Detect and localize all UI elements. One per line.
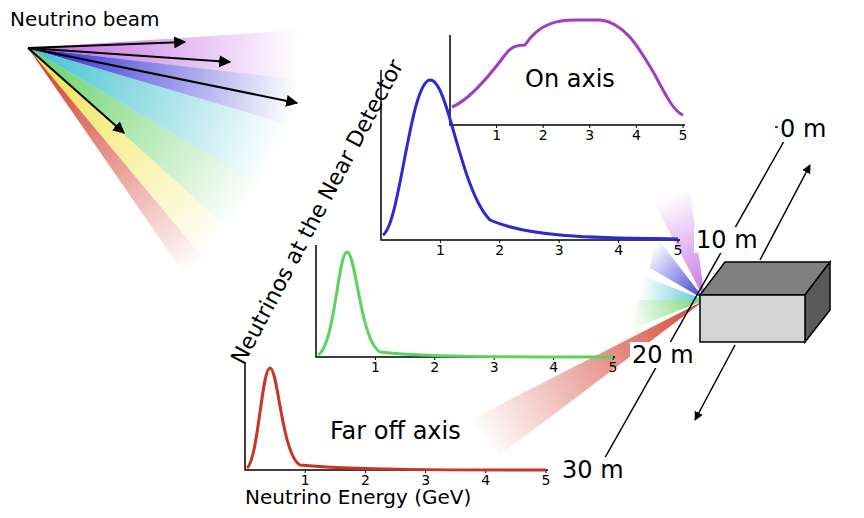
tick-label: 4	[549, 360, 558, 375]
tick-label: 5	[679, 128, 688, 143]
tick-label: 2	[495, 243, 504, 258]
distance-label: 20 m	[630, 342, 696, 368]
tick-label: 3	[490, 360, 499, 375]
beam-arrows	[28, 42, 297, 133]
distance-label: 30 m	[560, 457, 626, 483]
tick-label: 2	[539, 128, 548, 143]
axis-title: Neutrino Energy (GeV)	[245, 486, 471, 508]
tick-label: 2	[430, 360, 439, 375]
beam-fan	[28, 30, 300, 275]
distance-label: 0 m	[778, 116, 828, 142]
tick-label: 3	[585, 128, 594, 143]
plot-title: Far off axis	[330, 418, 461, 444]
detector-fan	[470, 190, 705, 455]
tick-label: 1	[371, 360, 380, 375]
tick-label: 4	[632, 128, 641, 143]
tick-label: 1	[436, 243, 445, 258]
axis-ticks	[305, 125, 683, 473]
tick-label: 1	[492, 128, 501, 143]
tick-label: 5	[609, 360, 618, 375]
tick-label: 4	[614, 243, 623, 258]
tick-label: 5	[542, 473, 551, 488]
plot-title: On axis	[525, 66, 615, 92]
tick-label: 3	[555, 243, 564, 258]
near-detector	[700, 262, 830, 342]
tick-label: 5	[674, 243, 683, 258]
tick-label: 4	[481, 473, 490, 488]
beam-label: Neutrino beam	[10, 8, 160, 30]
distance-label: 10 m	[694, 227, 760, 253]
